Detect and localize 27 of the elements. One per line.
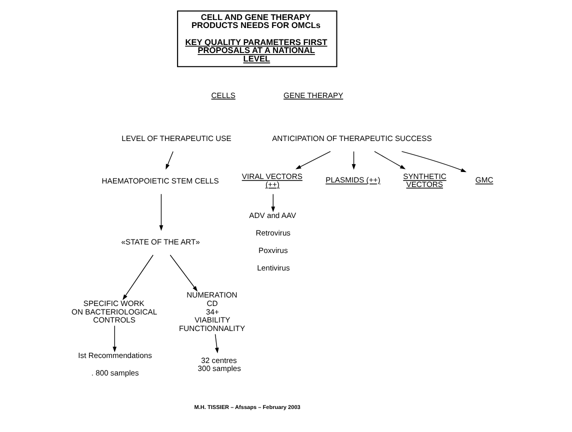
node-text: 32 centres 300 samples: [198, 356, 241, 374]
arrow: [122, 254, 154, 300]
node-text: HAEMATOPOIETIC STEM CELLS: [102, 176, 219, 186]
node-text: LEVEL OF THERAPEUTIC USE: [122, 134, 232, 143]
node-text: NUMERATION CD 34+ VIABILITY FUNCTIONNALITY: [178, 290, 246, 334]
arrow: [214, 334, 219, 354]
node-text: VIRAL VECTORS (++): [242, 172, 302, 189]
node-text: SPECIFIC WORK ON BACTERIOLOGICAL CONTROLS: [72, 299, 158, 325]
node-text: ANTICIPATION OF THERAPEUTIC SUCCESS: [272, 134, 432, 143]
arrow: [374, 151, 406, 170]
arrow: [159, 194, 164, 231]
arrow: [166, 151, 174, 170]
node-text: PLASMIDS (++): [326, 176, 380, 185]
node-text: Ist Recommendations . 800 samples: [78, 351, 152, 378]
arrow: [112, 325, 117, 352]
arrow: [295, 151, 331, 170]
label: CELLS: [211, 90, 236, 100]
arrow: [170, 254, 198, 292]
node-text: ADV and AAV Retrovirus Poxvirus Lentivirus: [249, 211, 296, 273]
node-text: «STATE OF THE ART»: [121, 237, 200, 246]
arrow: [352, 151, 356, 170]
node-text: GMC: [475, 176, 494, 185]
node-text: SYNTHETIC VECTORS: [403, 172, 446, 189]
label: GENE THERAPY: [284, 90, 344, 100]
arrow: [401, 151, 467, 172]
arrow: [271, 194, 276, 212]
node-box: CELL AND GENE THERAPY PRODUCTS NEEDS FOR OMCLs KEY QUALITY PARAMETERS FIRST PROPOSALS AT A NATIONAL LEVEL: [177, 10, 338, 68]
